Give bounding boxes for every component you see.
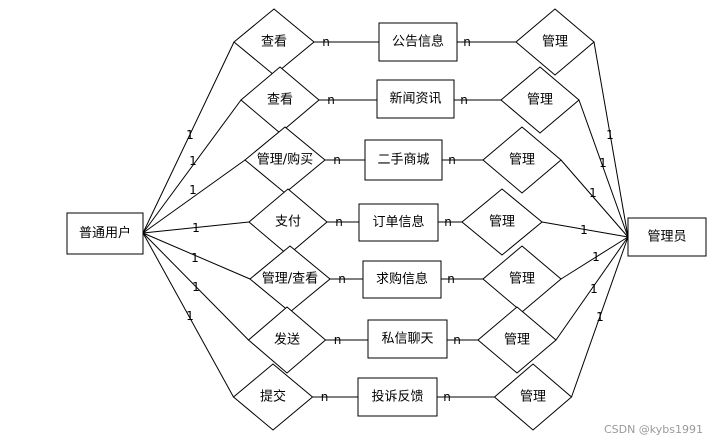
cardinality-n-right: n xyxy=(460,93,468,107)
admin-relation-diamond xyxy=(482,126,562,194)
user-relation-diamond xyxy=(232,363,314,431)
entity-box xyxy=(367,319,448,359)
admin-relation-diamond xyxy=(500,66,580,134)
user-relation-label: 管理/查看 xyxy=(262,271,318,287)
cardinality-1-user: 1 xyxy=(191,251,199,265)
entity-label: 订单信息 xyxy=(372,214,424,230)
user-entity-label: 普通用户 xyxy=(79,225,131,241)
line-user-to-relation xyxy=(142,232,234,398)
cardinality-n-left: n xyxy=(322,35,330,49)
admin-relation-label: 管理 xyxy=(520,390,546,405)
cardinality-n-right: n xyxy=(453,333,461,347)
admin-relation-label: 管理 xyxy=(509,272,535,287)
admin-entity: 管理员 xyxy=(627,217,707,257)
cardinality-1-user: 1 xyxy=(192,221,200,235)
line-admin-relation-to-admin xyxy=(593,41,629,238)
line-user-to-relation xyxy=(142,232,249,341)
cardinality-1-user: 1 xyxy=(186,128,194,142)
cardinality-1-user: 1 xyxy=(189,183,197,197)
admin-relation-diamond xyxy=(461,188,543,256)
entity-label: 投诉反馈 xyxy=(371,389,423,405)
cardinality-n-left: n xyxy=(338,272,346,286)
cardinality-n-left: n xyxy=(327,93,335,107)
entity-box xyxy=(362,260,442,299)
entity-label: 二手商城 xyxy=(377,153,429,168)
cardinality-1-user: 1 xyxy=(186,309,194,323)
relationship-row: 提交 投诉反馈 管理 n n 1 1 xyxy=(186,309,604,431)
cardinality-n-left: n xyxy=(334,333,342,347)
cardinality-1-user: 1 xyxy=(192,280,200,294)
line-user-to-relation xyxy=(142,221,250,234)
entity-box xyxy=(358,203,439,242)
admin-relation-diamond xyxy=(477,306,557,374)
entity-label: 公告信息 xyxy=(392,34,444,50)
user-relation-label: 发送 xyxy=(274,332,300,348)
cardinality-n-right: n xyxy=(447,272,455,286)
admin-relation-diamond xyxy=(515,8,595,76)
admin-relation-label: 管理 xyxy=(509,153,535,168)
line-user-to-relation xyxy=(142,99,242,234)
cardinality-n-right: n xyxy=(448,153,456,167)
line-user-to-relation xyxy=(142,159,246,234)
cardinality-1-admin: 1 xyxy=(590,282,598,296)
user-relation-label: 提交 xyxy=(260,389,286,405)
line-admin-relation-to-admin xyxy=(541,221,629,238)
cardinality-n-right: n xyxy=(444,215,452,229)
line-admin-relation-to-admin xyxy=(571,236,629,398)
watermark: CSDN @kybs1991 xyxy=(604,423,703,436)
cardinality-n-left: n xyxy=(335,215,343,229)
user-entity: 普通用户 xyxy=(66,212,144,255)
admin-relation-label: 管理 xyxy=(504,333,530,348)
cardinality-1-admin: 1 xyxy=(596,310,604,324)
entity-label: 求购信息 xyxy=(376,271,428,287)
admin-relation-diamond xyxy=(493,363,573,431)
relationship-row: 管理/购买 二手商城 管理 n n 1 1 xyxy=(189,126,597,200)
connector-lines xyxy=(142,41,629,398)
line-admin-relation-to-admin xyxy=(560,159,629,238)
line-admin-relation-to-admin xyxy=(560,236,629,280)
cardinality-1-admin: 1 xyxy=(580,223,588,237)
relationship-row: 支付 订单信息 管理 n n 1 1 xyxy=(192,188,588,256)
user-relation-diamond xyxy=(247,306,327,374)
relationship-row: 管理/查看 求购信息 管理 n n 1 1 xyxy=(191,245,600,313)
cardinality-1-admin: 1 xyxy=(589,186,597,200)
relationship-row: 发送 私信聊天 管理 n n 1 1 xyxy=(192,280,598,374)
line-user-to-relation xyxy=(142,41,235,234)
cardinality-n-right: n xyxy=(463,35,471,49)
entity-label: 私信聊天 xyxy=(381,332,433,347)
admin-entity-label: 管理员 xyxy=(647,230,686,245)
user-relation-label: 查看 xyxy=(267,92,293,108)
cardinality-1-admin: 1 xyxy=(599,156,607,170)
entity-box xyxy=(376,79,455,119)
entity-label: 新闻资讯 xyxy=(389,91,441,107)
cardinality-n-left: n xyxy=(321,390,329,404)
user-relation-label: 查看 xyxy=(261,34,287,50)
user-relation-label: 管理/购买 xyxy=(257,152,313,168)
cardinality-1-user: 1 xyxy=(189,154,197,168)
cardinality-n-right: n xyxy=(443,390,451,404)
admin-relation-label: 管理 xyxy=(527,93,553,108)
user-relation-label: 支付 xyxy=(275,215,301,230)
cardinality-n-left: n xyxy=(333,153,341,167)
line-admin-relation-to-admin xyxy=(578,99,629,238)
line-admin-relation-to-admin xyxy=(555,236,629,341)
entity-box xyxy=(364,139,443,181)
cardinality-1-admin: 1 xyxy=(592,250,600,264)
entity-box xyxy=(378,22,458,62)
line-user-to-relation xyxy=(142,232,251,280)
admin-relation-label: 管理 xyxy=(542,35,568,50)
entity-box xyxy=(357,377,438,417)
cardinality-1-admin: 1 xyxy=(606,128,614,142)
admin-relation-label: 管理 xyxy=(489,215,515,230)
